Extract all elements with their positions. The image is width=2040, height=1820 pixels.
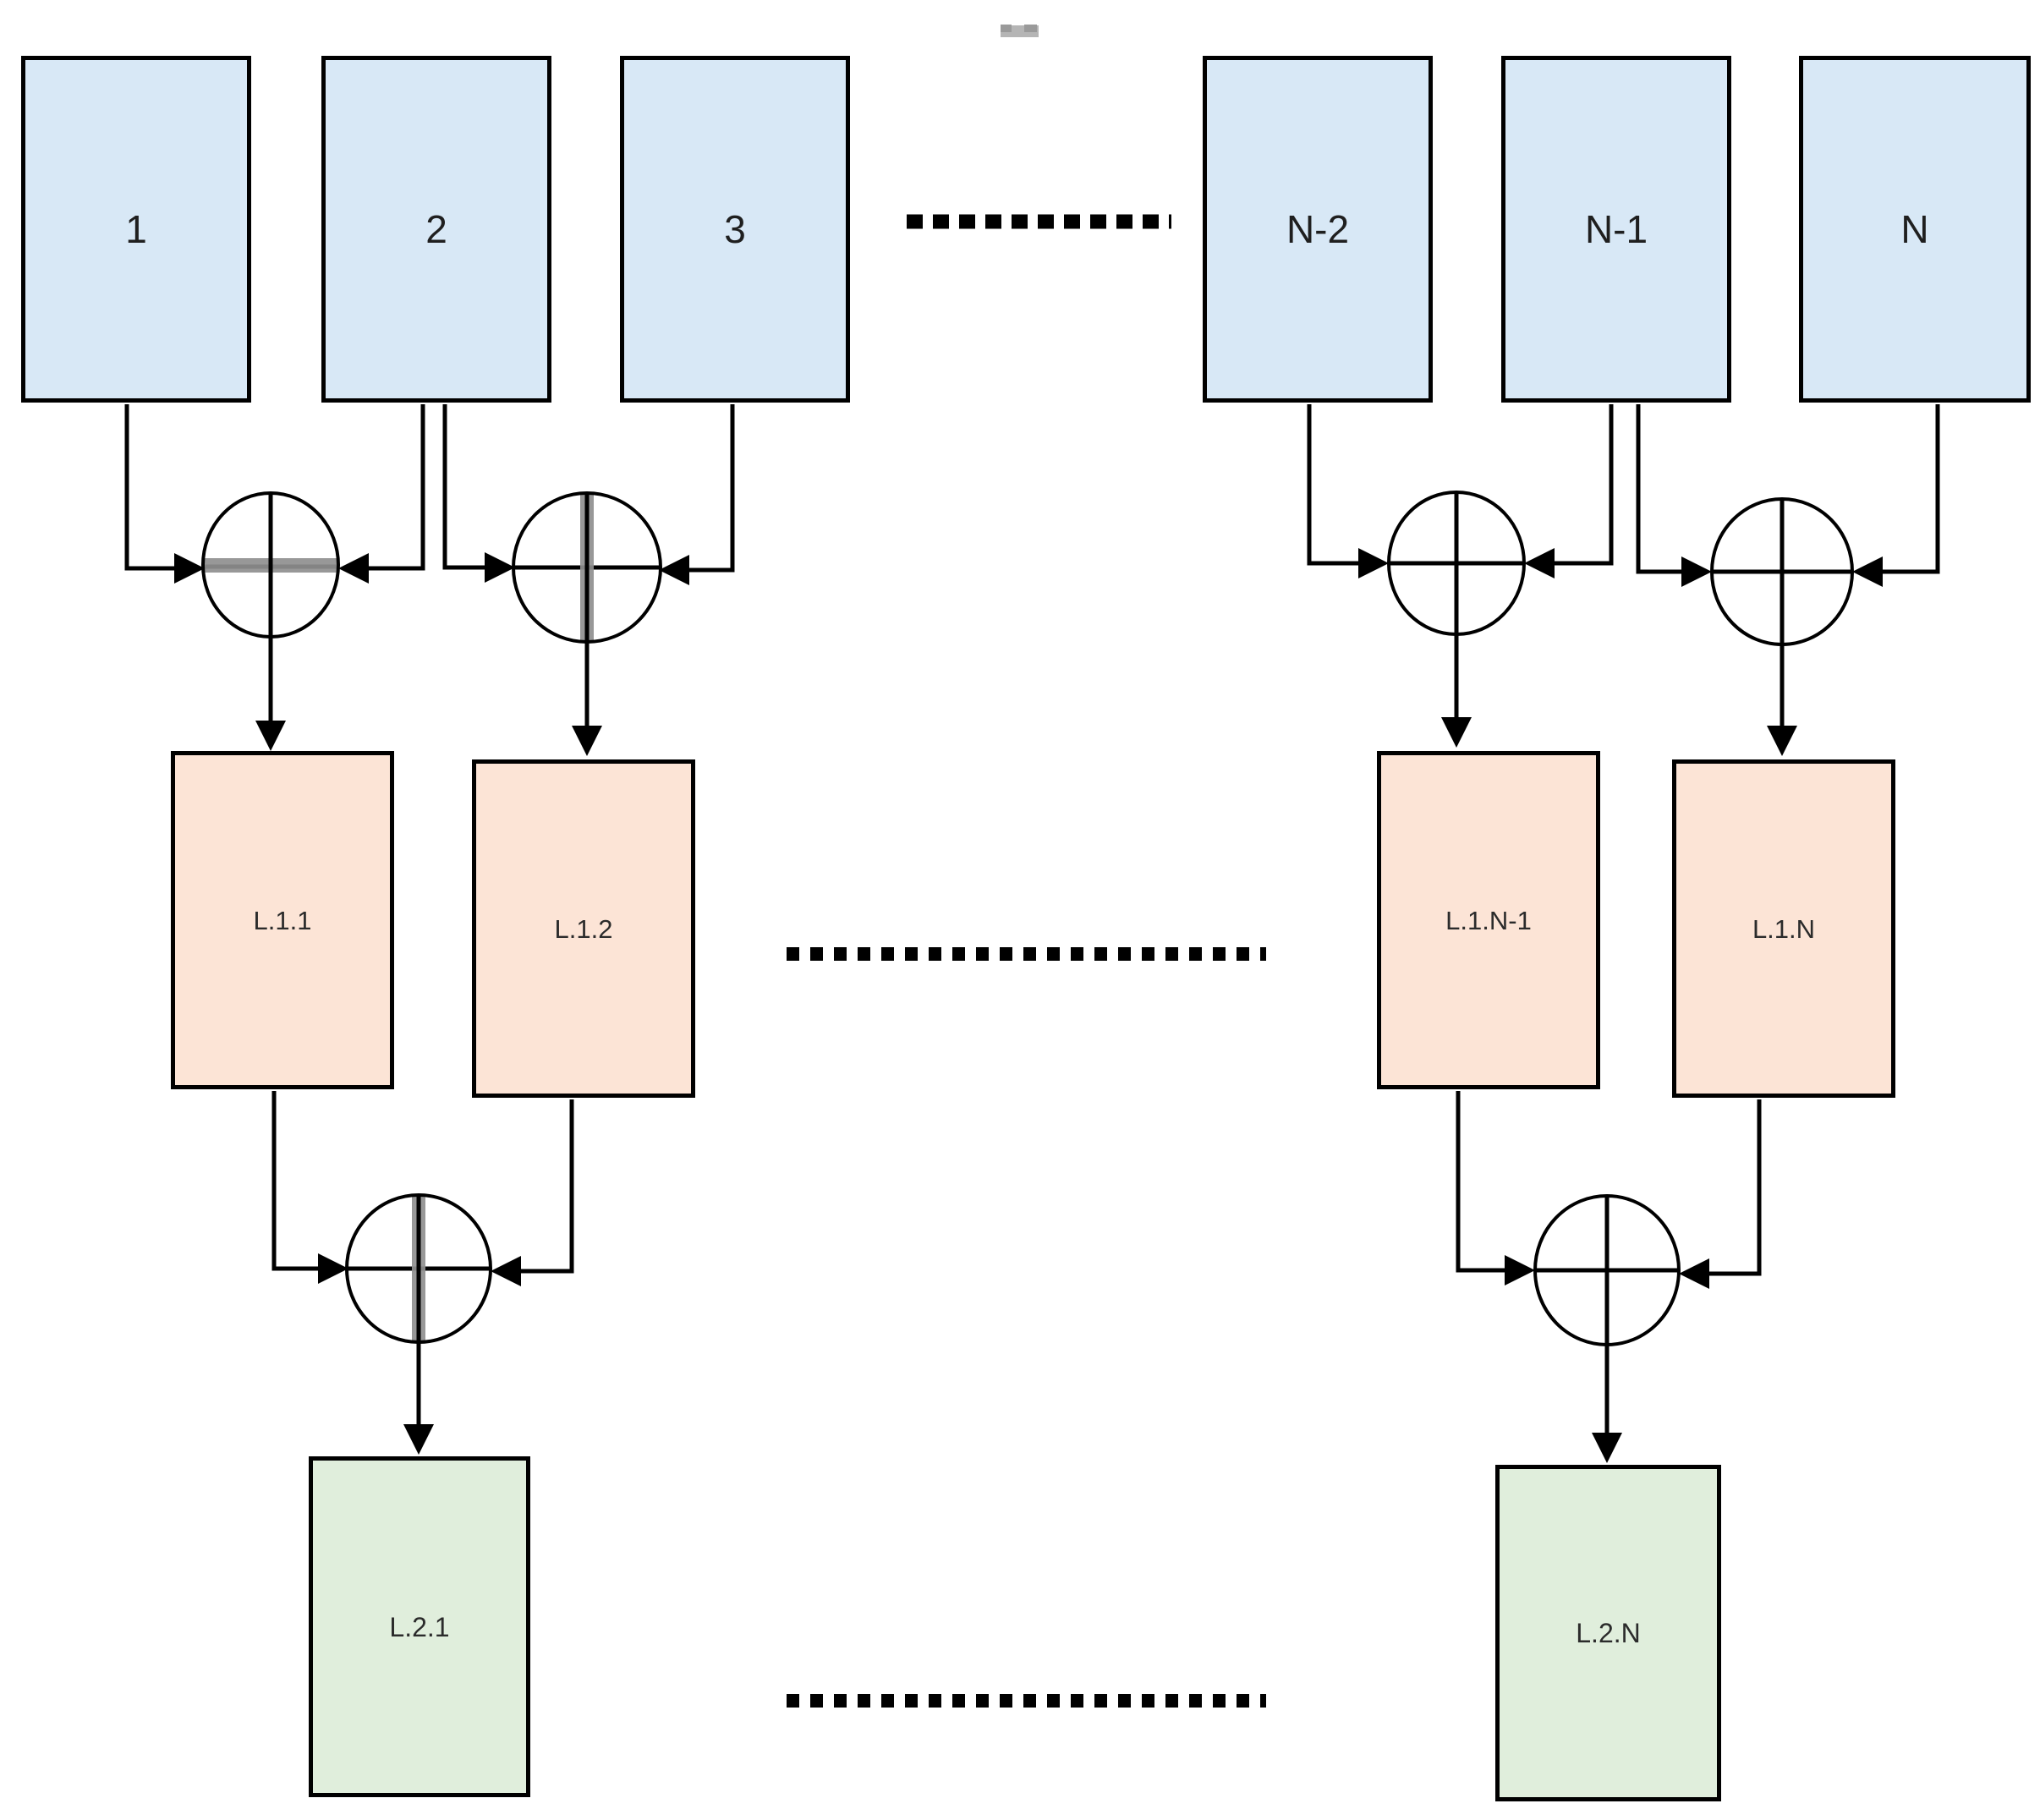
- xor-node-l11: [124, 404, 425, 751]
- level1-box-l1n: L.1.N: [1672, 759, 1895, 1098]
- xor-node-l21: [271, 1091, 574, 1455]
- level1-box-l1n-1: L.1.N-1: [1377, 751, 1600, 1089]
- level1-box-l12-label: L.1.2: [554, 913, 613, 944]
- input-box-1: 1: [21, 56, 251, 403]
- level2-box-l21: L.2.1: [309, 1456, 530, 1797]
- level1-box-l11-label: L.1.1: [253, 905, 312, 935]
- xor-node-l1n1: [1307, 404, 1614, 748]
- level1-box-l11: L.1.1: [171, 751, 394, 1089]
- input-box-3-label: 3: [724, 207, 746, 251]
- xor-node-l1n: [1636, 404, 1940, 756]
- input-box-n-2: N-2: [1203, 56, 1433, 403]
- level2-box-l2n: L.2.N: [1495, 1465, 1721, 1801]
- level2-box-l21-label: L.2.1: [389, 1611, 450, 1642]
- level1-box-l12: L.1.2: [472, 759, 695, 1098]
- xor-node-l2n: [1456, 1091, 1762, 1463]
- input-box-n: N: [1799, 56, 2031, 403]
- input-box-n-1: N-1: [1501, 56, 1731, 403]
- input-box-n-label: N: [1900, 207, 1929, 251]
- input-box-2-label: 2: [425, 207, 447, 251]
- input-box-n-1-label: N-1: [1584, 207, 1648, 251]
- input-box-3: 3: [620, 56, 850, 403]
- input-box-n-2-label: N-2: [1286, 207, 1350, 251]
- level1-box-l1n-1-label: L.1.N-1: [1445, 905, 1532, 935]
- input-box-2: 2: [321, 56, 551, 403]
- level2-box-l2n-label: L.2.N: [1576, 1618, 1641, 1648]
- xor-node-l12: [442, 404, 735, 756]
- input-box-1-label: 1: [125, 207, 147, 251]
- level1-box-l1n-label: L.1.N: [1752, 913, 1816, 944]
- gray-artifact: [1001, 25, 1039, 37]
